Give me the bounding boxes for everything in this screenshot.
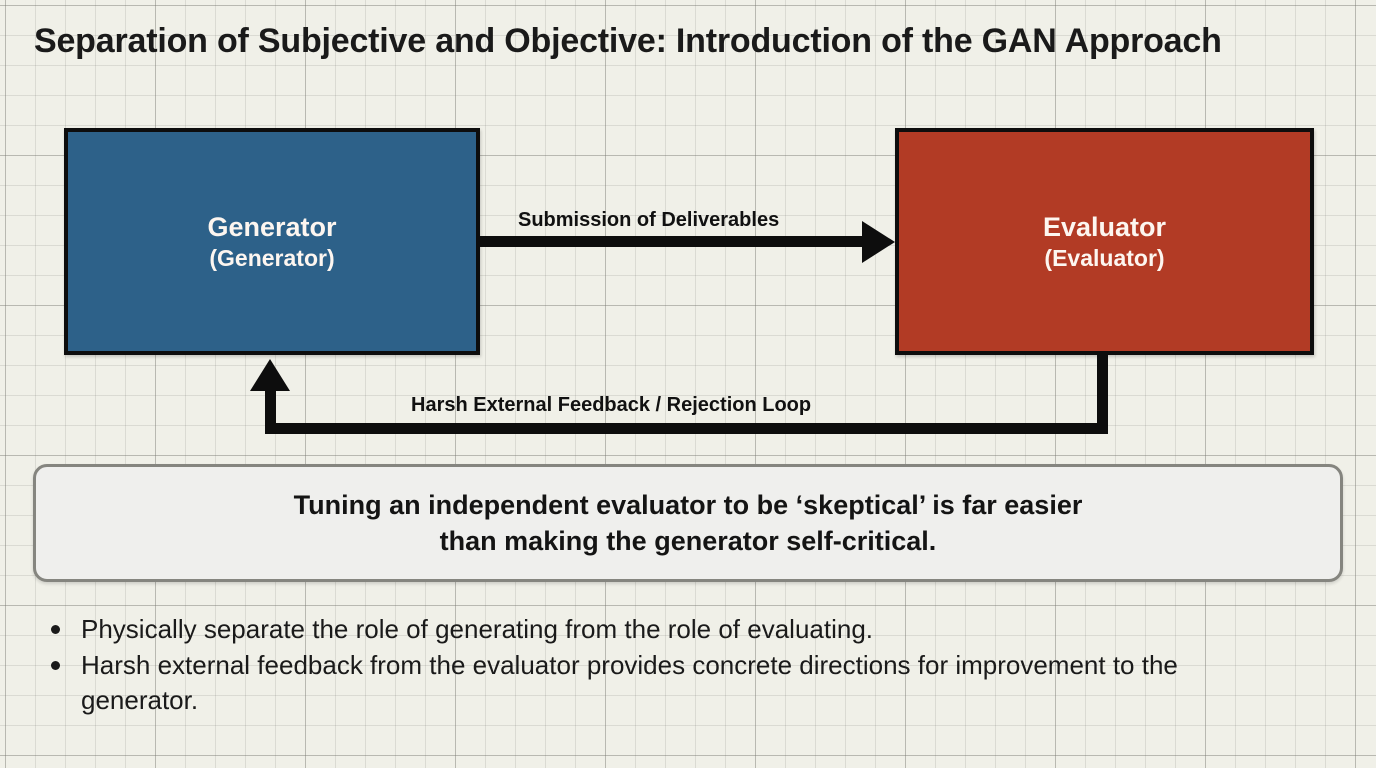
- feedback-loop-left-segment-icon: [265, 388, 276, 434]
- edge-label-feedback: Harsh External Feedback / Rejection Loop: [411, 394, 812, 416]
- page-title: Separation of Subjective and Objective: …: [34, 22, 1222, 60]
- list-item-text: Physically separate the role of generati…: [81, 614, 874, 644]
- arrow-forward-shaft-icon: [479, 236, 869, 247]
- node-evaluator[interactable]: Evaluator (Evaluator): [895, 128, 1314, 355]
- list-item-text: Harsh external feedback from the evaluat…: [81, 650, 1178, 715]
- node-generator[interactable]: Generator (Generator): [64, 128, 480, 355]
- node-generator-title: Generator: [207, 212, 337, 242]
- node-evaluator-title: Evaluator: [1042, 212, 1167, 242]
- feedback-loop-arrow-head-icon: [250, 359, 290, 391]
- list-item: Physically separate the role of generati…: [45, 612, 1275, 646]
- edge-label-submission: Submission of Deliverables: [518, 209, 780, 231]
- feedback-loop-horizontal-segment-icon: [265, 423, 1108, 434]
- arrow-forward-head-icon: [862, 221, 895, 263]
- node-generator-subtitle: (Generator): [209, 244, 335, 271]
- callout-box: Tuning an independent evaluator to be ‘s…: [33, 464, 1343, 582]
- node-evaluator-subtitle: (Evaluator): [1044, 244, 1165, 271]
- feedback-loop-right-segment-icon: [1097, 355, 1108, 434]
- list-item: Harsh external feedback from the evaluat…: [45, 648, 1275, 717]
- callout-text: Tuning an independent evaluator to be ‘s…: [293, 489, 1083, 556]
- bullet-list: Physically separate the role of generati…: [45, 612, 1275, 719]
